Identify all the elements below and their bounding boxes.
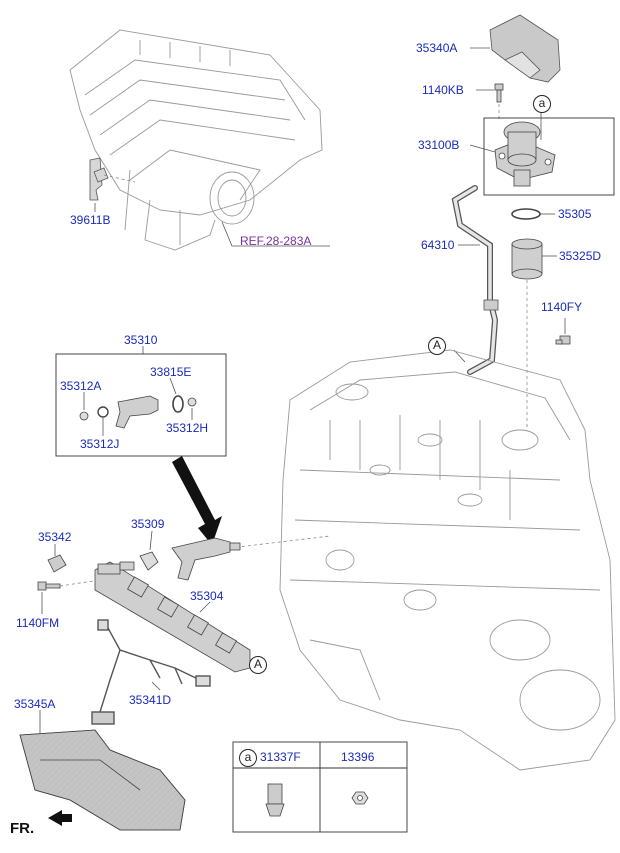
- label-33815e: 33815E: [150, 365, 192, 379]
- label-35305: 35305: [558, 207, 592, 221]
- injector-parts: [79, 395, 197, 429]
- front-arrow: [48, 810, 72, 826]
- label-35312a: 35312A: [60, 379, 102, 393]
- label-35340a: 35340A: [416, 41, 458, 55]
- label-35309: 35309: [131, 517, 165, 531]
- fuel-pump-33100b: [494, 121, 556, 187]
- bracket-39611b: [89, 157, 109, 201]
- callout-A-rail: A: [249, 656, 267, 674]
- label-64310: 64310: [421, 238, 455, 252]
- callout-a-table: a: [239, 749, 257, 767]
- o-ring-35305: [511, 208, 541, 220]
- label-1140fy: 1140FY: [541, 300, 583, 314]
- injector-assembly: [171, 537, 241, 581]
- fuel-rail-35304: [94, 561, 251, 673]
- callout-A-hose: A: [428, 337, 446, 355]
- parts-table: [232, 741, 408, 833]
- fuel-hose-64310: [451, 185, 499, 375]
- label-35310: 35310: [124, 333, 158, 347]
- clip-35309: [139, 551, 159, 571]
- label-13396: 13396: [341, 750, 375, 764]
- label-35304: 35304: [190, 589, 224, 603]
- heat-shield-35345a: [19, 729, 186, 831]
- callout-a-pump: a: [533, 95, 551, 113]
- detail-arrow: [172, 456, 222, 545]
- engine-block: [279, 349, 616, 771]
- part-31337f-shape: [265, 783, 285, 817]
- label-1140fm: 1140FM: [16, 616, 60, 630]
- label-front: FR.: [10, 820, 35, 837]
- part-35342: [47, 554, 67, 573]
- label-31337f: 31337F: [260, 750, 301, 764]
- label-33100b: 33100B: [418, 138, 460, 152]
- pump-cover-35340a: [489, 14, 561, 83]
- sleeve-35325d: [511, 238, 543, 280]
- bolt-1140fy: [555, 335, 571, 345]
- bolt-1140fm: [37, 581, 61, 591]
- intake-manifold: [69, 29, 323, 251]
- pump-detail-box: [483, 117, 615, 196]
- label-ref-28-283a: REF.28-283A: [240, 234, 312, 248]
- bolt-1140kb: [494, 83, 504, 103]
- label-39611b: 39611B: [70, 213, 111, 227]
- ref-leader: [221, 221, 330, 247]
- label-1140kb: 1140KB: [422, 83, 464, 97]
- label-35342: 35342: [38, 530, 72, 544]
- wiring-harness-35341d: [91, 619, 211, 725]
- label-35345a: 35345A: [14, 697, 56, 711]
- label-35312j: 35312J: [80, 437, 120, 451]
- label-35325d: 35325D: [559, 249, 602, 263]
- label-35341d: 35341D: [129, 693, 172, 707]
- injector-detail-box: [55, 353, 227, 457]
- nut-13396-shape: [351, 791, 369, 805]
- label-35312h: 35312H: [166, 421, 209, 435]
